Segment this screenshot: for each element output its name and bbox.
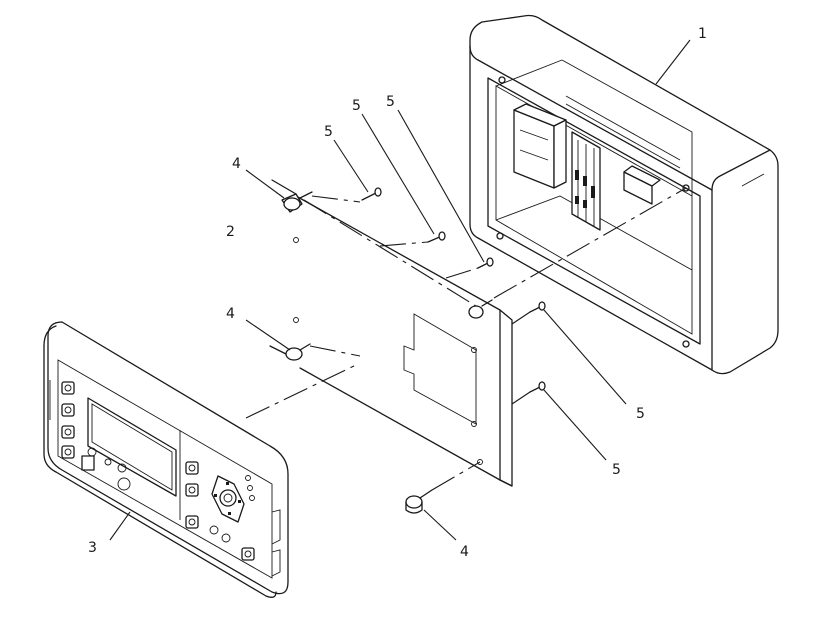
navigation-pad-icon: [211, 475, 245, 523]
panel-button-icon: [61, 445, 75, 459]
callout-3: 3: [88, 540, 97, 556]
standoff-bolt-plate: [468, 299, 493, 319]
callout-2: 2: [226, 224, 235, 240]
standoff-bolt-lower: [405, 489, 433, 514]
callout-5-d: 5: [636, 406, 645, 422]
assembly-centerlines: [245, 187, 687, 491]
standoff-bolt-middle: [269, 343, 311, 361]
callout-5-c: 5: [386, 94, 395, 110]
panel-button-icon: [185, 483, 199, 497]
callout-5-b: 5: [352, 98, 361, 114]
callout-4-middle: 4: [226, 306, 235, 322]
panel-button-icon: [61, 403, 75, 417]
callout-5-a: 5: [324, 124, 333, 140]
screw-b: [427, 231, 446, 243]
screw-hole-icon: [682, 340, 690, 348]
callout-4-upper: 4: [232, 156, 241, 172]
screw-c: [477, 257, 494, 269]
key-icon: [81, 455, 95, 471]
enclosure-box: [469, 14, 779, 375]
panel-button-icon: [61, 425, 75, 439]
standoff-bolt-upper: [271, 179, 313, 213]
screw-d: [529, 301, 546, 313]
callout-1: 1: [698, 26, 707, 42]
control-panel: [43, 321, 289, 598]
panel-button-icon: [61, 381, 75, 395]
callout-4-lower: 4: [460, 544, 469, 560]
panel-button-icon: [185, 461, 199, 475]
panel-button-icon: [185, 515, 199, 529]
screw-hole-icon: [682, 184, 690, 192]
screw-e: [529, 381, 546, 393]
panel-button-icon: [241, 547, 255, 561]
screw-hole-icon: [498, 76, 506, 84]
screw-a: [361, 187, 382, 201]
screw-hole-icon: [496, 232, 504, 240]
mounting-plate: [293, 195, 513, 487]
callout-5-e: 5: [612, 462, 621, 478]
callout-leaders: [109, 39, 691, 541]
